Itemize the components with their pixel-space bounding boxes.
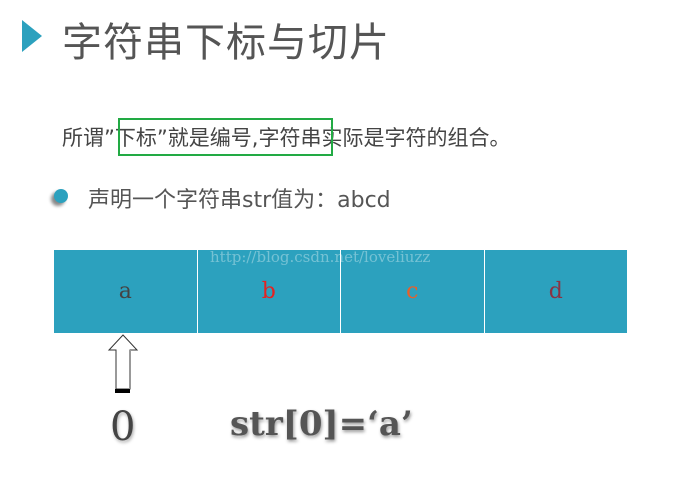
title-triangle-icon — [22, 20, 42, 52]
char-cell: c — [341, 250, 485, 333]
char-cell: d — [548, 279, 563, 304]
index-label: 0 — [110, 404, 136, 450]
index-expression: str[0]=‘a’ — [230, 404, 413, 444]
intro-paragraph: 所谓”下标”就是编号,字符串实际是字符的组合。 — [62, 122, 510, 152]
para-highlight: ”下标”就是编号 — [104, 126, 252, 150]
up-arrow-icon — [107, 334, 139, 393]
para-prefix: 所谓 — [62, 126, 104, 150]
char-cell: b — [198, 250, 341, 333]
watermark: http://blog.csdn.net/loveliuzz — [210, 248, 431, 266]
slide-title: 字符串下标与切片 — [62, 20, 390, 66]
bullet-text: 声明一个字符串str值为：abcd — [88, 188, 391, 213]
bullet-dot-icon — [54, 189, 68, 203]
highlight-box — [118, 118, 333, 156]
para-suffix: ,字符串实际是字符的组合。 — [251, 126, 511, 150]
string-char-table: a b c d — [54, 250, 627, 333]
char-cell: a — [54, 250, 198, 333]
